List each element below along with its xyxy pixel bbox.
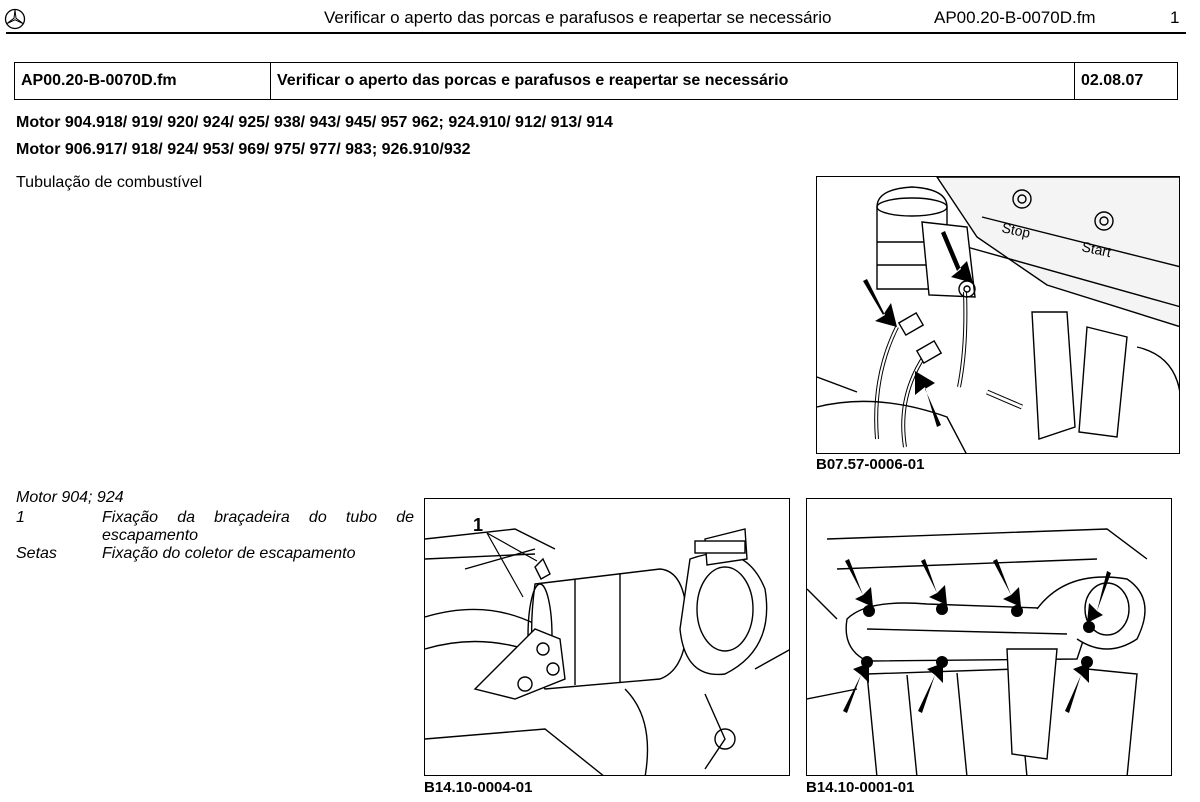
stop-label: Stop	[1000, 219, 1032, 241]
callout-1: 1	[473, 515, 483, 535]
title-table-document-id: AP00.20-B-0070D.fm	[15, 63, 271, 99]
title-table: AP00.20-B-0070D.fm Verificar o aperto da…	[14, 62, 1178, 100]
figure-caption: B07.57-0006-01	[816, 456, 925, 473]
legend-key: Setas	[16, 545, 57, 562]
legend-text: Fixação da braçadeira do tubo de escapam…	[102, 509, 414, 544]
exhaust-manifold-illustration	[807, 528, 1148, 775]
exhaust-pipe-clamp-illustration: 1	[425, 515, 789, 775]
figure-fuel-lines: Stop Start	[816, 176, 1180, 454]
title-table-title: Verificar o aperto das porcas e parafuso…	[271, 63, 1075, 99]
page-number: 1	[1170, 8, 1180, 27]
title-table-date: 02.08.07	[1081, 72, 1144, 89]
mercedes-star-icon	[4, 8, 26, 30]
legend-text: Fixação do coletor de escapamento	[102, 545, 356, 562]
figure-caption: B14.10-0001-01	[806, 779, 915, 796]
header-document-id: AP00.20-B-0070D.fm	[934, 8, 1096, 27]
legend: Motor 904; 924 1 Fixação da braçadeira d…	[16, 489, 414, 563]
legend-item: 1 Fixação da braçadeira do tubo de escap…	[16, 509, 414, 545]
legend-key: 1	[16, 509, 25, 526]
legend-item: Setas Fixação do coletor de escapamento	[16, 545, 414, 563]
legend-heading: Motor 904; 924	[16, 489, 124, 506]
figure-exhaust-manifold	[806, 498, 1172, 776]
figure-exhaust-clamp: 1	[424, 498, 790, 776]
start-label: Start	[1080, 238, 1112, 260]
applicability-line: Motor 906.917/ 918/ 924/ 953/ 969/ 975/ …	[16, 141, 471, 158]
figure-caption: B14.10-0004-01	[424, 779, 533, 796]
header-title: Verificar o aperto das porcas e parafuso…	[324, 8, 832, 27]
section-heading: Tubulação de combustível	[16, 174, 203, 191]
header-divider	[6, 32, 1186, 34]
applicability-line: Motor 904.918/ 919/ 920/ 924/ 925/ 938/ …	[16, 114, 613, 131]
fuel-filter-line-illustration: Stop Start	[817, 177, 1179, 453]
